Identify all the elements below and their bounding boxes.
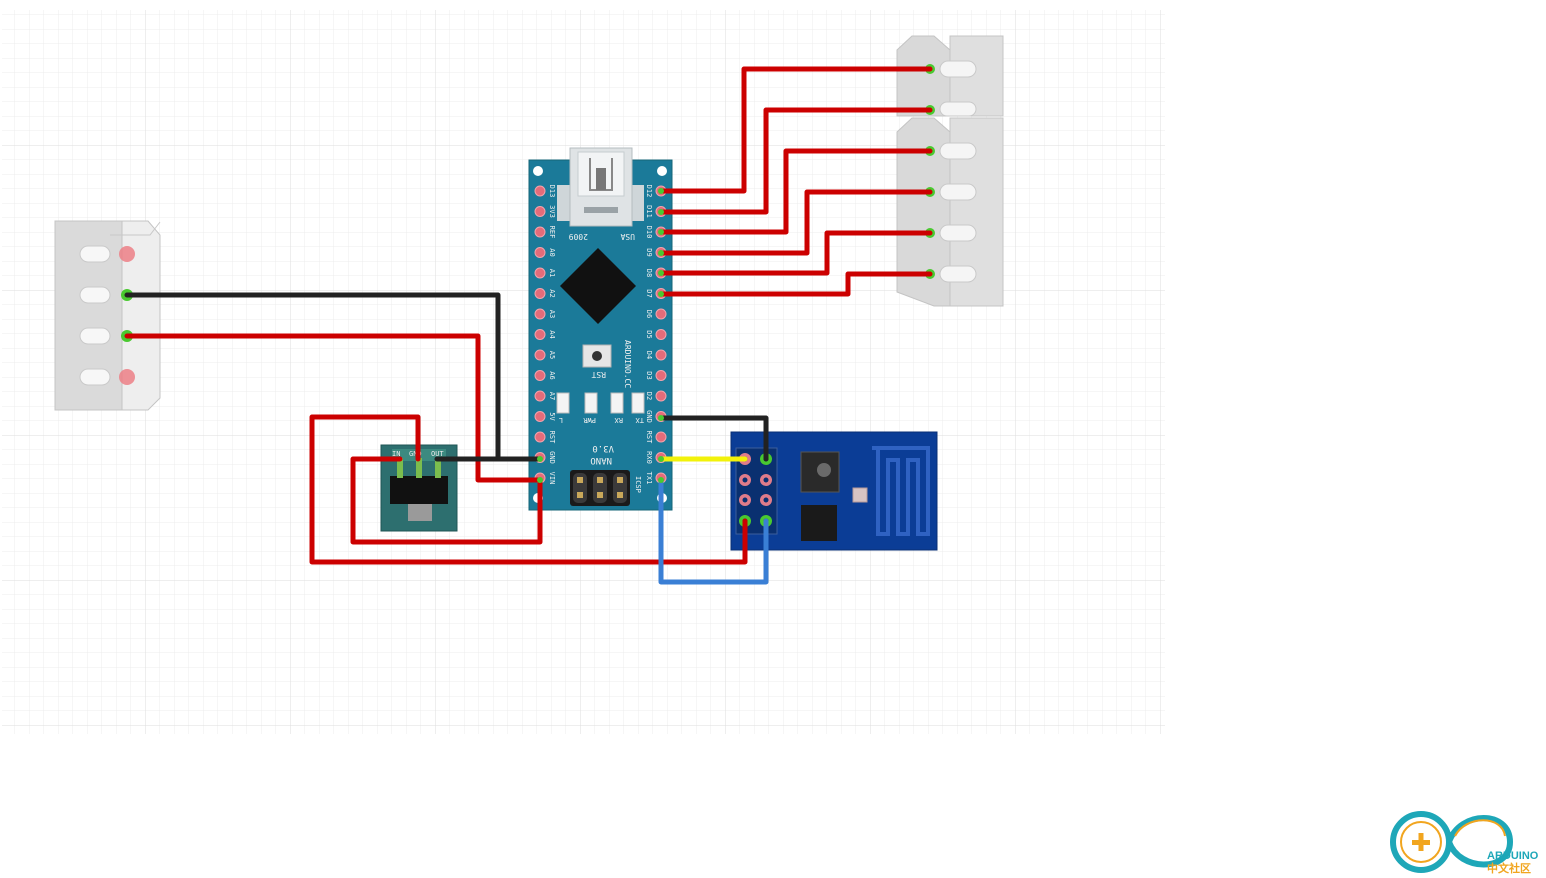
regulator-pin-label: GND xyxy=(409,450,422,458)
nano-pin-label: D3 xyxy=(645,371,653,379)
nano-pin-label: GND xyxy=(645,410,653,423)
mount-hole xyxy=(533,166,543,176)
nano-pin-d3[interactable] xyxy=(655,370,667,381)
nano-pin-a7[interactable] xyxy=(534,390,546,402)
nano-pin-rst[interactable] xyxy=(534,431,546,443)
nano-pin-label: D8 xyxy=(645,269,653,277)
nano-pin-a0[interactable] xyxy=(534,247,546,258)
nano-pin-label: D13 xyxy=(548,185,556,198)
wire-d7[interactable] xyxy=(658,271,933,297)
wire-regulator-out[interactable] xyxy=(309,414,748,565)
wire-esp-gnd[interactable] xyxy=(658,415,769,462)
nano-pin-a4[interactable] xyxy=(534,329,546,340)
connector-pin-4[interactable] xyxy=(119,369,135,385)
nano-pin-label: D12 xyxy=(645,185,653,198)
reset-label: RST xyxy=(591,370,606,379)
usb-port xyxy=(557,147,644,227)
nano-country: USA xyxy=(620,232,635,241)
nano-pin-label: A6 xyxy=(548,371,556,379)
nano-pin-d6[interactable] xyxy=(655,308,667,320)
wire-esp-tx[interactable] xyxy=(658,477,769,585)
arduino-cn-logo: ARDUINO 中文社区 xyxy=(1390,811,1539,875)
nano-pin-rst[interactable] xyxy=(655,431,667,443)
espressif-logo-icon xyxy=(817,463,831,477)
nano-pin-label: RST xyxy=(645,431,653,444)
antenna-trace xyxy=(872,446,930,536)
regulator-pin-label: OUT xyxy=(431,450,444,458)
esp-header[interactable] xyxy=(735,447,778,535)
nano-pin-label: A2 xyxy=(548,289,556,297)
arduino-nano[interactable]: 2009 USA RST ARDUINO.CC L PWR RX TX V3.0… xyxy=(528,147,673,511)
logo-subtitle: 中文社区 xyxy=(1487,861,1531,875)
status-leds xyxy=(556,392,645,414)
reset-button[interactable] xyxy=(582,344,612,368)
right-4pin-connector[interactable] xyxy=(896,117,1004,307)
nano-pin-a5[interactable] xyxy=(534,349,546,361)
right-2pin-connector[interactable] xyxy=(896,35,1004,117)
nano-pin-label: TX1 xyxy=(645,472,653,485)
nano-pin-label: D7 xyxy=(645,289,653,297)
mount-hole xyxy=(657,166,667,176)
nano-pin-label: 5V xyxy=(548,412,556,421)
esp-led xyxy=(852,487,868,503)
nano-pin-label: GND xyxy=(548,451,556,464)
nano-pin-label: VIN xyxy=(548,472,556,485)
nano-pin-a1[interactable] xyxy=(534,267,546,279)
nano-pin-d2[interactable] xyxy=(655,390,667,402)
regulator-pin-label: IN xyxy=(392,450,400,458)
nano-pin-label: A7 xyxy=(548,392,556,400)
wire-regulator-in[interactable] xyxy=(350,456,543,545)
nano-pin-a2[interactable] xyxy=(534,288,546,299)
nano-pin-a6[interactable] xyxy=(534,370,546,381)
nano-pin-label: A5 xyxy=(548,351,556,359)
wire-d10[interactable] xyxy=(658,148,933,235)
esp-chip xyxy=(800,451,840,493)
nano-pin-label: A3 xyxy=(548,310,556,318)
nano-pin-a3[interactable] xyxy=(534,308,546,320)
nano-brand: ARDUINO.CC xyxy=(623,340,632,388)
left-4pin-connector[interactable] xyxy=(54,220,161,411)
logo-brand: ARDUINO xyxy=(1487,850,1539,862)
wire-d8[interactable] xyxy=(658,230,933,276)
nano-pin-5v[interactable] xyxy=(534,411,546,422)
nano-pin-label: 3V3 xyxy=(548,205,556,218)
wire-d11[interactable] xyxy=(658,107,933,215)
nano-pin-ref[interactable] xyxy=(534,226,546,238)
wire-endpoints xyxy=(537,188,664,483)
led-label: RX xyxy=(614,416,623,424)
nano-pin-label: D5 xyxy=(645,330,653,338)
nano-version: V3.0 xyxy=(592,443,614,453)
nano-pin-label: D4 xyxy=(645,351,653,359)
wire-d9[interactable] xyxy=(658,189,933,256)
nano-pin-d5[interactable] xyxy=(655,329,667,340)
nano-pin-d13[interactable] xyxy=(534,185,546,197)
nano-pin-label: RST xyxy=(548,431,556,444)
nano-pin-label: D9 xyxy=(645,248,653,256)
connector-pin-1[interactable] xyxy=(119,246,135,262)
nano-pin-label: A4 xyxy=(548,330,556,338)
led-label: PWR xyxy=(583,416,596,424)
wire-vin-left[interactable] xyxy=(124,333,543,483)
nano-model-name: NANO xyxy=(590,455,612,465)
nano-pin-label: D10 xyxy=(645,226,653,239)
nano-pin-3v3[interactable] xyxy=(534,206,546,217)
nano-pin-label: A0 xyxy=(548,248,556,256)
led-label: TX xyxy=(635,416,644,424)
esp8266-module[interactable] xyxy=(730,431,938,551)
nano-pin-label: RX0 xyxy=(645,451,653,464)
nano-pin-label: REF xyxy=(548,226,556,239)
led-label: L xyxy=(559,416,563,424)
icsp-label: ICSP xyxy=(634,476,642,493)
nano-pin-d4[interactable] xyxy=(655,349,667,361)
nano-pin-label: D6 xyxy=(645,310,653,318)
icsp-header[interactable] xyxy=(570,470,630,506)
nano-pin-label: A1 xyxy=(548,269,556,277)
mcu-chip xyxy=(560,248,636,324)
nano-year: 2009 xyxy=(569,232,588,241)
wire-d12[interactable] xyxy=(658,66,933,194)
nano-pin-label: D11 xyxy=(645,205,653,218)
nano-pin-label: D2 xyxy=(645,392,653,400)
flash-chip xyxy=(801,505,837,541)
